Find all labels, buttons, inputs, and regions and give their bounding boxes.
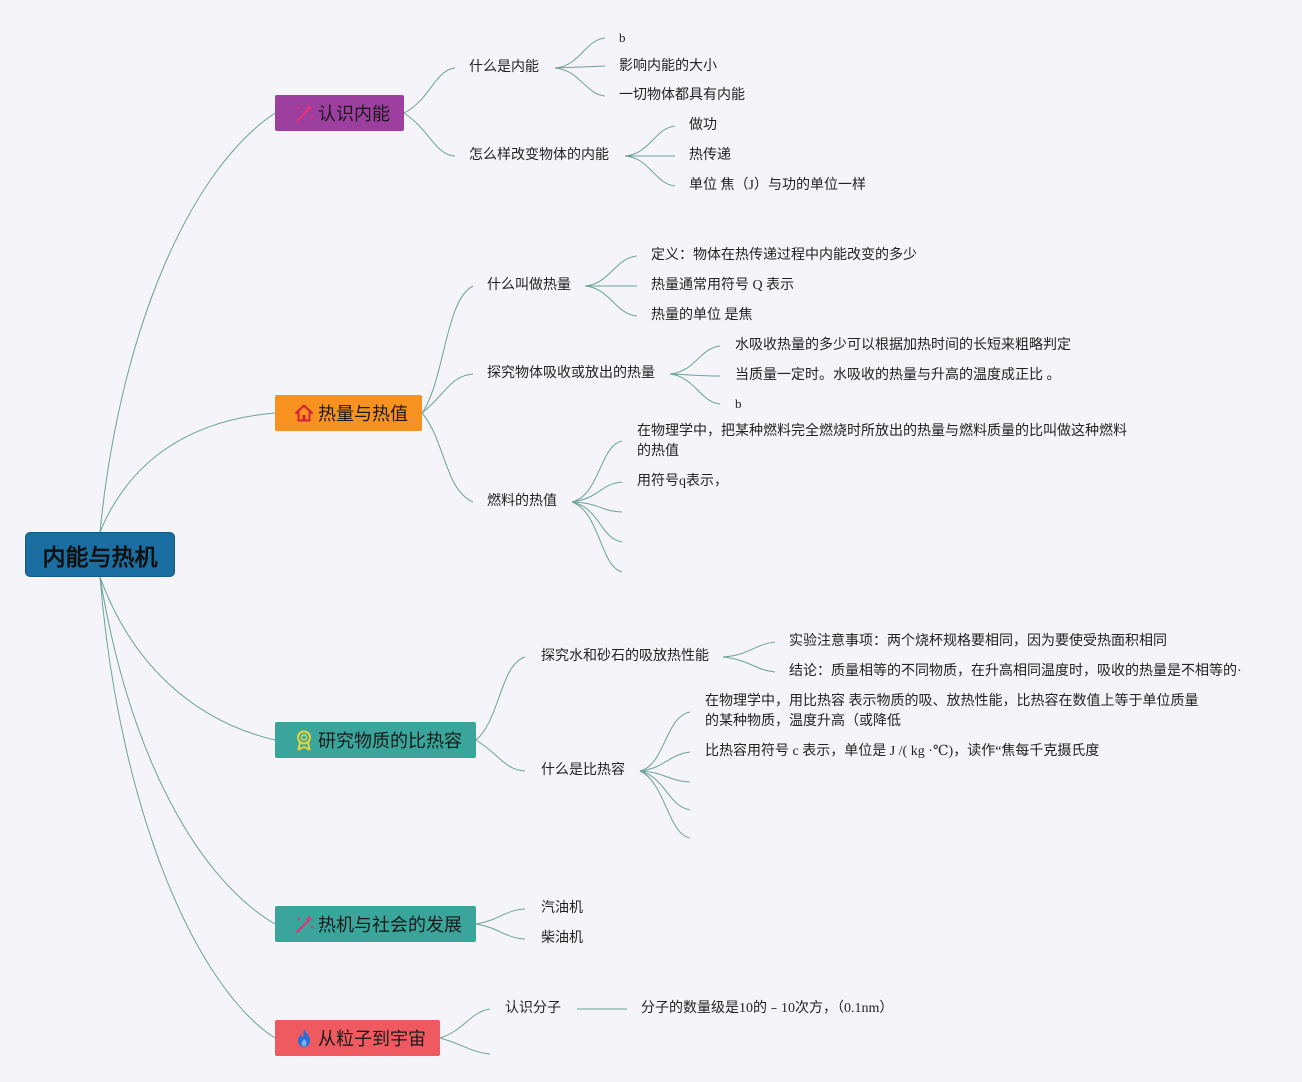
link-root-b1 xyxy=(99,112,276,533)
subtopic-2-3[interactable]: 燃料的热值 xyxy=(487,494,557,509)
link-b1s1-i1 xyxy=(554,37,606,69)
branch-topic-2-label: 热量与热值 xyxy=(318,404,408,425)
leaf-3-2-1[interactable]: 在物理学中，用比热容 表示物质的吸、放热性能，比热容在数值上等于单位质量的某种物… xyxy=(705,694,1199,729)
leaf-2-2-3[interactable]: b xyxy=(735,396,742,411)
leaf-1-2-2[interactable]: 热传递 xyxy=(689,148,731,163)
branch-topic-5[interactable]: 从粒子到宇宙 xyxy=(275,1020,440,1056)
leaf-2-3-1[interactable]: 在物理学中，把某种燃料完全燃烧时所放出的热量与燃料质量的比叫做这种燃料的热值 xyxy=(637,424,1127,459)
leaf-1-2-3[interactable]: 单位 焦（J）与功的单位一样 xyxy=(689,178,866,193)
link-b2s1-i1 xyxy=(584,255,638,287)
link-b1s2-i3 xyxy=(624,155,676,187)
subtopic-2-1[interactable]: 什么叫做热量 xyxy=(487,278,571,293)
leaf-2-1-1[interactable]: 定义：物体在热传递过程中内能改变的多少 xyxy=(651,248,917,263)
leaf-3-1-1[interactable]: 实验注意事项：两个烧杯规格要相同，因为要使受热面积相同 xyxy=(789,634,1167,649)
leaf-2-2-2[interactable]: 当质量一定时。水吸收的热量与升高的温度成正比 。 xyxy=(735,368,1061,383)
leaf-3-1-2[interactable]: 结论：质量相等的不同物质，在升高相同温度时，吸收的热量是不相等的· xyxy=(789,664,1242,679)
link-b2s3-i2 xyxy=(571,481,623,503)
root-topic[interactable]: 内能与热机 xyxy=(25,532,175,577)
root-topic-label: 内能与热机 xyxy=(42,544,158,571)
link-b2s2-i3 xyxy=(669,373,721,405)
link-root-b2 xyxy=(99,412,276,533)
leaf-5-1-1[interactable]: 分子的数量级是10的﹣10次方，（0.1nm） xyxy=(641,1001,894,1016)
award-icon xyxy=(293,729,315,751)
branch-topic-4[interactable]: 热机与社会的发展 xyxy=(275,906,476,942)
leaf-2-1-2[interactable]: 热量通常用符号 Q 表示 xyxy=(651,278,795,293)
leaf-2-1-3[interactable]: 热量的单位 是焦 xyxy=(651,308,753,323)
branch-topic-5-label: 从粒子到宇宙 xyxy=(318,1029,426,1050)
subtopic-4-2[interactable]: 柴油机 xyxy=(541,931,583,946)
leaf-2-3-2[interactable]: 用符号q表示， xyxy=(637,474,728,489)
subtopic-4-1[interactable]: 汽油机 xyxy=(541,901,583,916)
link-b3s2-i2 xyxy=(639,751,691,772)
link-b2s2-i1 xyxy=(669,345,721,375)
link-b1-s1 xyxy=(403,67,456,114)
link-root-b5 xyxy=(99,576,276,1039)
leaf-1-1-3[interactable]: 一切物体都具有内能 xyxy=(619,88,745,103)
link-root-b4 xyxy=(99,576,276,925)
branch-topic-2[interactable]: 热量与热值 xyxy=(275,395,422,431)
link-b4-s2 xyxy=(475,923,526,940)
link-b2-s3 xyxy=(421,412,474,503)
link-b1s1-i3 xyxy=(554,67,606,97)
leaf-3-2-2[interactable]: 比热容用符号 c 表示，单位是 J /( kg ·℃)，读作“焦每千克摄氏度 xyxy=(705,744,1100,759)
link-b1s1-i2 xyxy=(554,65,606,69)
link-b2s2-i2 xyxy=(669,373,721,377)
link-b2s3-e2 xyxy=(571,501,623,543)
leaf-1-1-2[interactable]: 影响内能的大小 xyxy=(619,59,717,74)
magic-wand-icon xyxy=(293,102,315,124)
link-b2-s1 xyxy=(421,285,474,414)
link-b4-s1 xyxy=(475,908,526,925)
subtopic-1-1[interactable]: 什么是内能 xyxy=(469,60,539,75)
link-b2s3-e1 xyxy=(571,501,623,513)
leaf-1-1-1[interactable]: b xyxy=(619,30,626,45)
subtopic-3-2[interactable]: 什么是比热容 xyxy=(541,763,625,778)
subtopic-1-2[interactable]: 怎么样改变物体的内能 xyxy=(469,148,609,163)
branch-topic-1-label: 认识内能 xyxy=(318,104,390,125)
link-b3-s2 xyxy=(475,739,526,772)
leaf-2-2-1[interactable]: 水吸收热量的多少可以根据加热时间的长短来粗略判定 xyxy=(735,338,1071,353)
branch-topic-4-label: 热机与社会的发展 xyxy=(318,915,462,936)
link-b5-e1 xyxy=(439,1037,491,1055)
link-b3s1-i1 xyxy=(722,641,776,658)
link-b2s1-i3 xyxy=(584,285,638,317)
subtopic-2-2[interactable]: 探究物体吸收或放出的热量 xyxy=(487,366,655,381)
link-b3s2-e1 xyxy=(639,770,691,783)
branch-topic-1[interactable]: 认识内能 xyxy=(275,95,404,131)
subtopic-5-1[interactable]: 认识分子 xyxy=(505,1001,561,1016)
magic-wand-icon xyxy=(293,913,315,935)
flame-icon xyxy=(293,1027,315,1049)
link-b2s3-i1 xyxy=(571,440,623,503)
home-icon xyxy=(293,402,315,424)
subtopic-3-1[interactable]: 探究水和砂石的吸放热性能 xyxy=(541,649,709,664)
link-b3s2-e2 xyxy=(639,770,691,811)
link-root-b3 xyxy=(99,576,276,741)
link-b5-s1 xyxy=(439,1008,491,1039)
branch-topic-3-label: 研究物质的比热容 xyxy=(318,731,462,752)
link-b1s2-i1 xyxy=(624,125,676,157)
link-b3s1-i2 xyxy=(722,656,776,673)
link-b2-s2 xyxy=(421,373,474,414)
link-b3s2-e3 xyxy=(639,770,691,839)
link-b3-s1 xyxy=(475,656,526,741)
link-b1-s2 xyxy=(403,112,456,157)
branch-topic-3[interactable]: 研究物质的比热容 xyxy=(275,722,476,758)
link-b2s3-e3 xyxy=(571,501,623,573)
leaf-1-2-1[interactable]: 做功 xyxy=(689,118,717,133)
link-b3s2-i1 xyxy=(639,711,691,772)
